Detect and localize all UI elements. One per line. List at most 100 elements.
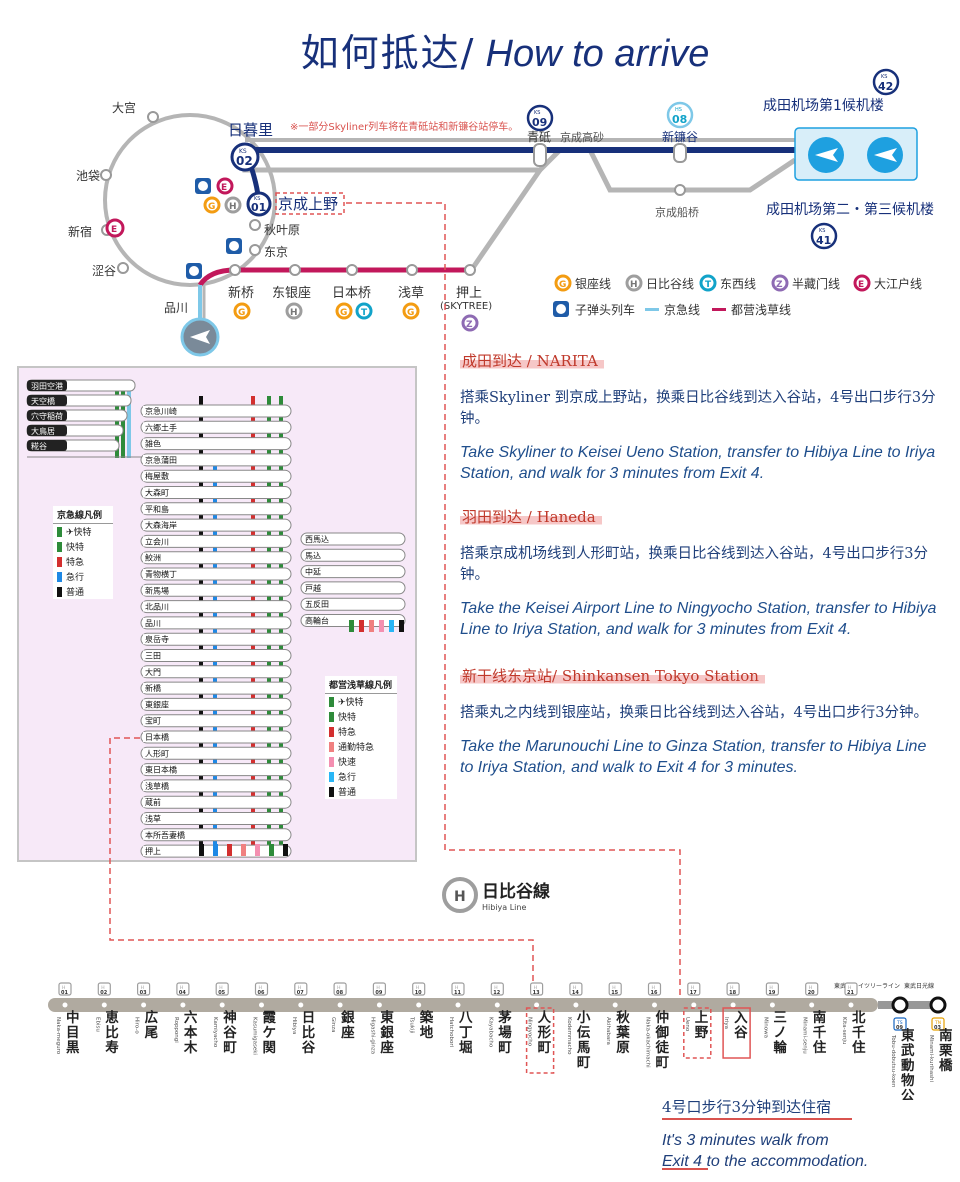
svg-text:H: H (454, 889, 466, 905)
svg-text:輪: 輪 (773, 1039, 787, 1056)
svg-text:14: 14 (572, 990, 579, 996)
station-label: 池袋 (76, 169, 100, 183)
legend-swatch (57, 526, 62, 537)
svg-text:KS: KS (534, 110, 540, 116)
svg-text:六: 六 (184, 1009, 198, 1026)
svg-text:17: 17 (690, 990, 697, 996)
svg-text:H: H (62, 985, 65, 991)
svg-text:10: 10 (415, 990, 422, 996)
svg-text:恵: 恵 (105, 1009, 119, 1026)
svg-text:16: 16 (651, 990, 658, 996)
station-label: 青砥 (527, 130, 551, 144)
svg-text:H: H (141, 985, 144, 991)
title-zh: 如何抵达 (300, 31, 461, 75)
station-label: 京成船桥 (655, 205, 699, 219)
asakusa-legend: 都営浅草線凡例 ✈快特快特特急通勤特急快速急行普通 (325, 676, 397, 799)
svg-text:黒: 黒 (66, 1040, 80, 1056)
legend-label: 普通 (338, 788, 357, 798)
svg-text:Iriya: Iriya (723, 1017, 729, 1029)
svg-text:02: 02 (236, 154, 253, 168)
keikyu-station: 大森町 (145, 488, 169, 498)
keikyu-station: 本所吾妻橋 (145, 830, 185, 840)
legend-label: 快特 (338, 713, 357, 723)
svg-text:堀: 堀 (459, 1040, 473, 1056)
svg-text:09: 09 (896, 1025, 903, 1031)
svg-text:栗: 栗 (939, 1043, 953, 1059)
svg-text:千: 千 (852, 1024, 866, 1041)
svg-text:橋: 橋 (939, 1057, 953, 1074)
station-code-badge (666, 101, 694, 129)
svg-text:町: 町 (223, 1040, 237, 1056)
svg-text:京急线: 京急线 (664, 302, 700, 317)
legend-item: 快特 (53, 539, 113, 554)
station-code-badge (246, 191, 272, 217)
svg-text:関: 関 (263, 1040, 277, 1056)
svg-text:中: 中 (66, 1009, 80, 1026)
svg-text:H: H (180, 985, 183, 991)
svg-text:座: 座 (341, 1024, 355, 1041)
svg-text:H: H (809, 985, 812, 991)
svg-text:H: H (455, 985, 458, 991)
svg-text:丁: 丁 (459, 1025, 473, 1041)
route-tokyo: 新干线东京站/ Shinkansen Tokyo Station 搭乘丸之内线到… (460, 665, 940, 778)
svg-text:住: 住 (852, 1039, 866, 1056)
svg-text:座: 座 (380, 1039, 394, 1056)
legend-label: 通勤特急 (338, 743, 375, 753)
legend-swatch (57, 541, 62, 552)
svg-text:09: 09 (532, 116, 547, 129)
svg-text:目: 目 (66, 1025, 80, 1041)
hibiya-subtitle: Hibiya Line (482, 903, 526, 912)
svg-text:Naka-meguro: Naka-meguro (55, 1017, 61, 1055)
svg-text:築: 築 (419, 1009, 434, 1026)
map-legend: G 银座线 H 日比谷线 T 东西线 Z 半藏门线 E 大江户线 子弹头列车 京… (553, 274, 922, 317)
svg-text:H: H (534, 985, 537, 991)
legend-item: ✈快特 (53, 524, 113, 539)
svg-text:07: 07 (297, 990, 304, 996)
svg-text:仲: 仲 (656, 1009, 670, 1026)
route-heading: 新干线东京站/ Shinkansen Tokyo Station (460, 667, 765, 685)
svg-text:H: H (290, 308, 298, 318)
route-zh: 搭乘丸之内线到银座站，换乘日比谷线到达入谷站，4号出口步行3分钟。 (460, 705, 928, 721)
legend-swatch (57, 586, 62, 597)
keikyu-station: 宝町 (145, 716, 161, 726)
legend-label: 普通 (66, 588, 85, 598)
svg-text:01: 01 (251, 201, 266, 214)
svg-text:41: 41 (816, 234, 831, 247)
legend-item: 快速 (325, 754, 397, 769)
legend-title: 都営浅草線凡例 (325, 676, 397, 694)
highlight-box (722, 1007, 751, 1059)
svg-text:H: H (337, 985, 340, 991)
svg-text:18: 18 (729, 990, 736, 996)
hibiya-station: TS09東武動物公園Tobu-dobutsu-koen (890, 996, 915, 1100)
keikyu-station: 京急蒲田 (145, 455, 177, 465)
legend-swatch (329, 771, 334, 782)
svg-text:八: 八 (458, 1010, 473, 1026)
svg-text:伝: 伝 (577, 1024, 591, 1041)
station-label: 京成上野 (278, 195, 338, 213)
legend-item: 特急 (325, 724, 397, 739)
keikyu-station: 大鳥居 (31, 426, 55, 436)
keikyu-station: 青物横丁 (145, 569, 177, 579)
svg-text:H: H (259, 985, 262, 991)
svg-text:谷: 谷 (223, 1025, 237, 1041)
svg-text:東武日光線: 東武日光線 (904, 982, 934, 990)
svg-text:21: 21 (847, 990, 854, 996)
svg-text:HS: HS (675, 107, 682, 113)
station-label: 品川 (164, 301, 188, 315)
keikyu-station: 日本橋 (145, 732, 169, 742)
page-title: 如何抵达/ How to arrive (0, 22, 960, 77)
keikyu-station: 平和島 (145, 504, 169, 514)
svg-text:千: 千 (813, 1024, 827, 1041)
svg-text:Akihabara: Akihabara (605, 1017, 611, 1045)
exit-note-en: It's 3 minutes walk from Exit 4 to the a… (662, 1130, 868, 1172)
keikyu-station: 中延 (305, 567, 321, 577)
keikyu-station: 人形町 (145, 749, 169, 758)
keikyu-station: 三田 (145, 652, 161, 661)
svg-text:T: T (705, 280, 712, 290)
